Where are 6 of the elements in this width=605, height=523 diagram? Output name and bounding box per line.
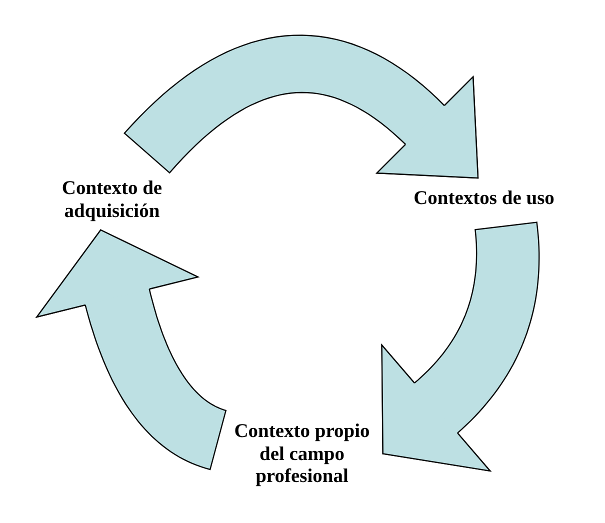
curved-block-arrow xyxy=(381,222,540,472)
stage-label: Contexto propio del campo profesional xyxy=(229,421,375,490)
stage-label: Contexto de adquisición xyxy=(60,178,164,224)
curved-block-arrow xyxy=(35,229,226,470)
curved-block-arrow xyxy=(124,34,479,179)
stage-label: Contextos de uso xyxy=(411,188,557,211)
